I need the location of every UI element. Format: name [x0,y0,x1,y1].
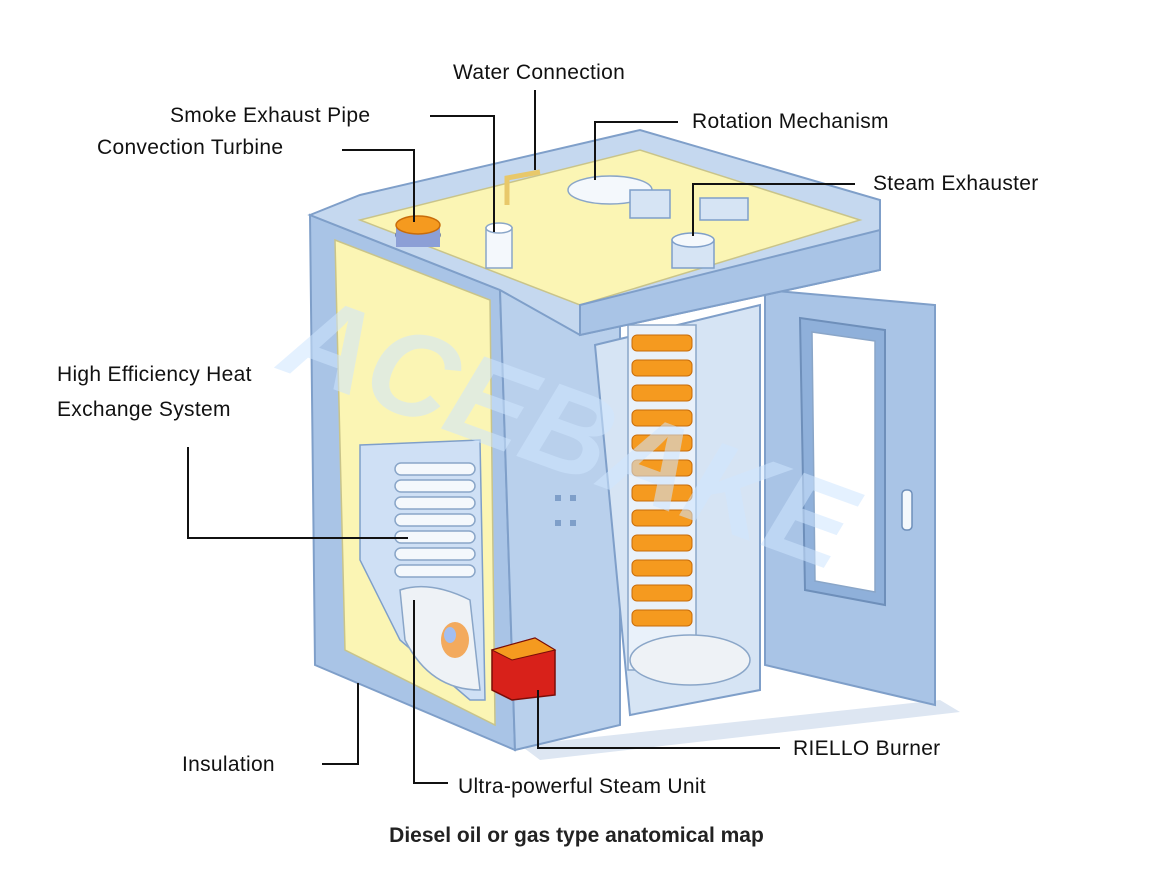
smoke-exhaust-pipe [485,227,513,269]
leader-lines [187,90,855,784]
burner-flame [441,622,469,658]
floor-shadow [520,700,960,760]
heat-exchange-tubes [394,462,476,578]
label-insulation: Insulation [182,753,275,776]
label-water-connection: Water Connection [453,61,626,84]
steam-unit-chamber [399,585,481,691]
label-heat-exchange-line2: Exchange System [57,398,231,421]
diagram-caption: Diesel oil or gas type anatomical map [389,824,764,847]
label-steam-exhauster: Steam Exhauster [873,172,1039,195]
water-connection-pipe [504,169,541,205]
label-steam-unit: Ultra-powerful Steam Unit [458,775,706,798]
door-window [811,331,876,593]
top-insulation [357,149,863,306]
label-smoke-exhaust-pipe: Smoke Exhaust Pipe [170,104,371,127]
leader-convection-turbine [342,149,415,222]
label-riello-burner: RIELLO Burner [793,737,941,760]
front-top-edge [579,228,881,337]
label-convection-turbine: Convection Turbine [97,136,284,159]
leader-steam-exhauster [692,183,855,236]
bread-trays [631,334,693,627]
leader-insulation [322,683,359,765]
label-heat-exchange-line1: High Efficiency Heat [57,363,252,386]
leader-rotation-mechanism [594,121,678,180]
leader-steam-unit [413,600,448,784]
leader-heat-exchange [187,447,408,539]
label-rotation-mechanism: Rotation Mechanism [692,110,889,133]
leader-smoke-exhaust [430,115,495,232]
leader-riello-burner [537,690,780,749]
turntable [629,634,751,686]
door-handle [901,489,913,531]
